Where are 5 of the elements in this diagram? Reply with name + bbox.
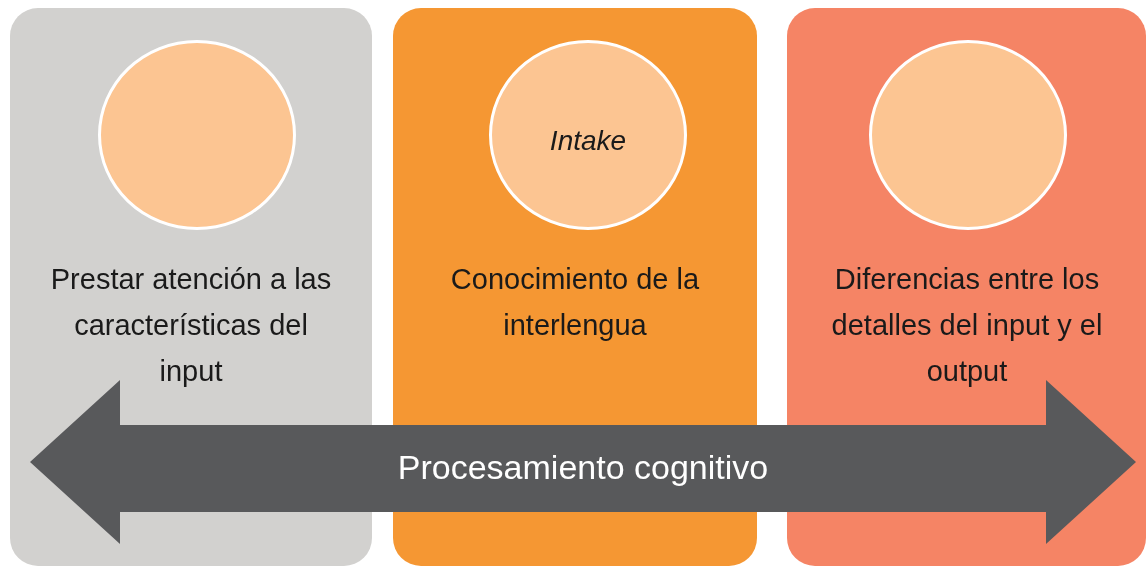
arrow-label: Procesamiento cognitivo [396, 448, 770, 487]
circle-label: Intake [548, 125, 628, 157]
stage-description: Diferencias entre los detalles del input y el output [830, 262, 1104, 389]
stage-description: Prestar atención a las características del input [49, 262, 333, 389]
stage-description: Conocimiento de la interlengua [449, 262, 701, 343]
